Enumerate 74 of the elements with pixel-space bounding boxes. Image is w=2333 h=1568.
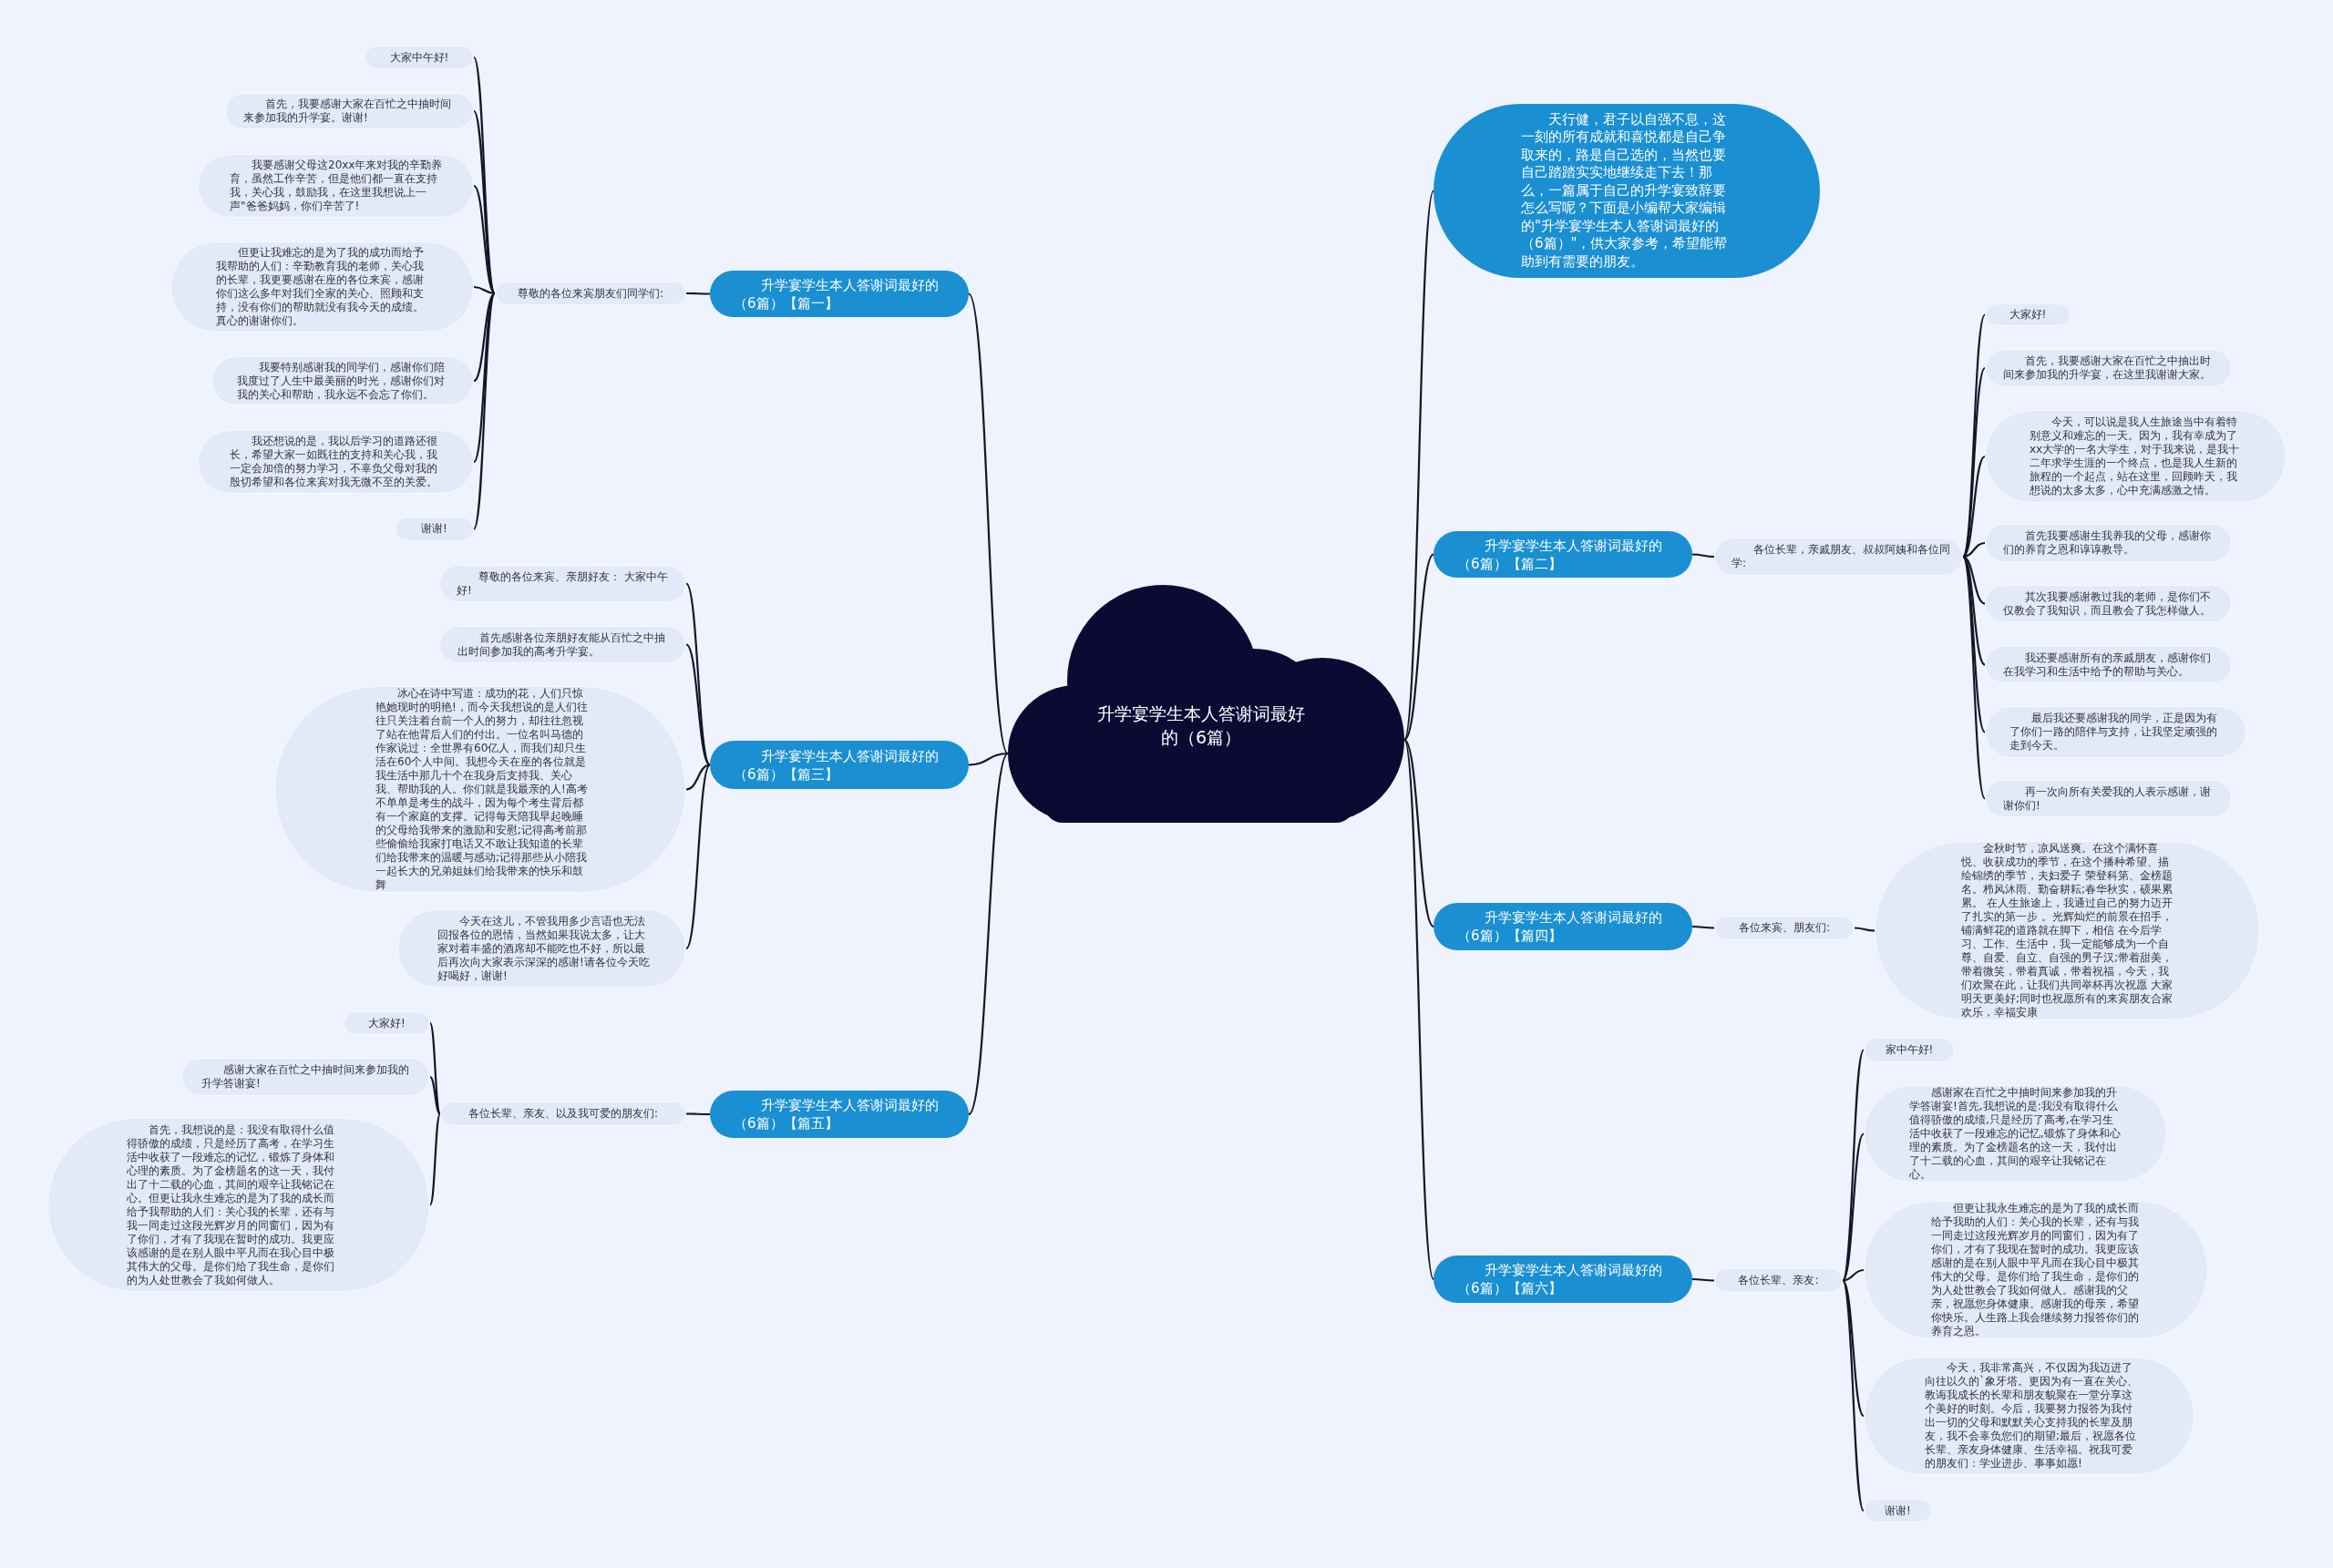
- text-bubble: 最后我还要感谢我的同学，正是因为有了你们一路的陪伴与支持，让我坚定顽强的走到今天。: [1985, 706, 2246, 758]
- connector-line: [1962, 556, 1986, 799]
- connector-line: [473, 285, 496, 295]
- connector-line: [1962, 367, 1986, 558]
- text-bubble: 金秋时节，凉风送爽。在这个满怀喜悦、收获成功的季节，在这个播种希望、描绘锦绣的季节，夫妇爱子 荣登科第、金榜题名。栉风沐雨、勤奋耕耘;春华秋实，硕果累累。 在人生旅途上，我通过自己的努力迈开了扎实的第一步 。光辉灿烂的前景在招手，铺满鲜花的道路就在脚下，相信 在今后学习、工作、生活中，我一定能够成为一个自尊、自爱、自立、自强的男子汉;带着甜美，带着微笑，带着真诚，带着祝福，今天，我们欢聚在此，让我们共同举杯再次祝愿 大家明天更美好;同时也祝愿所有的来宾朋友合家欢乐，幸福安康: [1875, 841, 2260, 1020]
- text-bubble: 谢谢!: [395, 517, 474, 541]
- subtopic-pill: 尊敬的各位来宾朋友们同学们:: [495, 282, 686, 305]
- connector-line: [685, 764, 711, 949]
- text-bubble: 今天，我非常高兴，不仅因为我迈进了向往以久的`象牙塔。更因为有一直在关心、教诲我成长的长辈和朋友貌聚在一堂分享这个美好的时刻。今后，我要努力报答为我付出一切的父母和默默关心支持我的长辈及朋友，我不会辜负您们的期望;最后，祝愿各位长辈、亲友身体健康、生活幸福。祝我可爱的朋友们：学业进步、事事如愿!: [1864, 1357, 2194, 1475]
- connector-line: [1403, 739, 1434, 927]
- connector-line: [473, 292, 496, 529]
- text-bubble: 再一次向所有关爱我的人表示感谢，谢谢你们!: [1985, 780, 2232, 817]
- connector-line: [1962, 541, 1986, 559]
- connector-line: [1403, 553, 1434, 741]
- topic-box: 升学宴学生本人答谢词最好的（6篇）【篇六】: [1434, 1255, 1692, 1303]
- connector-line: [968, 752, 1009, 766]
- text-bubble: 家中午好!: [1864, 1038, 1955, 1062]
- connector-line: [1842, 1268, 1865, 1282]
- connector-line: [686, 1112, 710, 1116]
- connector-line: [1842, 1132, 1865, 1282]
- text-bubble: 其次我要感谢教过我的老师，是你们不仅教会了我知识，而且教会了我怎样做人。: [1985, 585, 2232, 622]
- text-bubble: 今天在这儿，不管我用多少言语也无法回报各位的恩情，当然如果我说太多，让大家对着丰盛的酒席却不能吃也不好，所以最后再次向大家表示深深的感谢!请各位今天吃好喝好，谢谢!: [397, 909, 686, 988]
- text-bubble: 我要特别感谢我的同学们，感谢你们陪我度过了人生中最美丽的时光，感谢你们对我的关心和帮助，我永远不会忘了你们。: [211, 356, 474, 405]
- connector-line: [968, 293, 1009, 754]
- connector-line: [1962, 314, 1986, 558]
- connector-line: [1962, 556, 1986, 733]
- intro-bubble: 天行健，君子以自强不息，这一刻的所有成就和喜悦都是自己争取来的，路是自己选的，当然也要自己踏踏实实地继续走下去！那么，一篇属于自己的升学宴致辞要怎么写呢？下面是小编帮大家编辑的"升学宴学生本人答谢词最好的（6篇）"，供大家参考，希望能帮助到有需要的朋友。: [1434, 104, 1820, 278]
- connector-line: [1842, 1280, 1865, 1512]
- text-bubble: 但更让我永生难忘的是为了我的成长而给予我助的人们：关心我的长辈，还有与我一同走过这段光辉岁月的同窗们，因为有了你们，才有了我现在暂时的成功。我更应该感谢的是在别人眼中平凡而在我心目中极其伟大的父母。是你们给了我生命，是你们的为人处世教会了我如何做人。感谢我的父亲，祝愿您身体健康。感谢我的母亲，希望你快乐。人生路上我会继续努力报答你们的养育之恩。: [1864, 1201, 2208, 1339]
- connector-line: [1854, 927, 1876, 932]
- text-bubble: 首先，我想说的是：我没有取得什么值得骄傲的成绩，只是经历了高考，在学习生活中收获了一段难忘的记忆，锻炼了身体和心理的素质。为了金榜题名的这一天，我付出了十二载的心血，其间的艰辛让我铭记在心。但更让我永生难忘的是为了我的成长而给予我帮助的人们：关心我的长辈，还有与我一同走过这段光辉岁月的同窗们，因为有了你们，才有了我现在暂时的成功。我更应该感谢的是在别人眼中平凡而在我心目中极其伟大的父母。是你们给了我生命，是你们的为人处世教会了我如何做人。: [47, 1118, 430, 1292]
- topic-box: 升学宴学生本人答谢词最好的（6篇）【篇三】: [710, 741, 969, 789]
- topic-box: 升学宴学生本人答谢词最好的（6篇）【篇五】: [710, 1091, 969, 1138]
- connector-line: [1403, 190, 1435, 741]
- text-bubble: 我还要感谢所有的亲戚朋友，感谢你们在我学习和生活中给予的帮助与关心。: [1985, 646, 2232, 683]
- connector-line: [1842, 1050, 1865, 1281]
- subtopic-pill: 各位来宾、朋友们:: [1714, 916, 1855, 940]
- connector-line: [429, 1112, 441, 1206]
- text-bubble: 今天，可以说是我人生旅途当中有着特别意义和难忘的一天。因为，我有幸成为了xx大学的一名大学生，对于我来说，是我十二年求学生涯的一个终点，也是我人生新的旅程的一个起点，站在这里，回顾昨天，我想说的太多太多，心中充满感激之情。: [1985, 410, 2287, 503]
- text-bubble: 尊敬的各位来宾、亲朋好友： 大家中午好!: [439, 565, 686, 602]
- text-bubble: 大家中午好!: [365, 46, 474, 69]
- connector-line: [1691, 553, 1715, 559]
- text-bubble: 谢谢!: [1864, 1499, 1932, 1522]
- text-bubble: 感谢大家在百忙之中抽时间来参加我的升学答谢宴!: [181, 1058, 430, 1096]
- subtopic-pill: 各位长辈、亲友、以及我可爱的朋友们:: [440, 1102, 686, 1126]
- text-bubble: 首先我要感谢生我养我的父母，感谢你们的养育之恩和谆谆教导。: [1985, 524, 2232, 562]
- text-bubble: 但更让我难忘的是为了我的成功而给予我帮助的人们：辛勤教育我的老师，关心我的长辈，我更要感谢在座的各位来宾，感谢你们这么多年对我们全家的关心、照顾和支持，没有你们的帮助就没有我今天的成绩。真心的谢谢你们。: [170, 241, 474, 333]
- connector-line: [968, 753, 1009, 1115]
- subtopic-pill: 各位长辈，亲戚朋友、叔叔阿姨和各位同学:: [1714, 538, 1963, 576]
- text-bubble: 冰心在诗中写道：成功的花，人们只惊艳她现时的明艳!，而今天我想说的是人们往往只关注着台前一个人的努力，却往往忽视了站在他背后人们的付出。一位名叫马德的作家说过：全世界有60亿人，而我们却只生活在60个人中间。我想今天在座的各位就是我生活中那几十个在我身后支持我、关心我、帮助我的人。你们就是我最亲的人!高考不单单是考生的战斗，因为每个考生背后都有一个家庭的支撑。记得每天陪我早起晚睡的父母给我带来的激励和安慰;记得高考前那些偷偷给我家打电话又不敢让我知道的长辈们给我带来的温暖与感动;记得那些从小陪我一起长大的兄弟姐妹们给我带来的快乐和鼓舞: [274, 686, 686, 893]
- connector-line: [686, 292, 710, 295]
- connector-line: [473, 185, 496, 294]
- text-bubble: 首先，我要感谢大家在百忙之中抽出时间来参加我的升学宴，在这里我谢谢大家。: [1985, 349, 2232, 387]
- connector-line: [473, 292, 496, 382]
- subtopic-pill: 各位长辈、亲友:: [1714, 1268, 1843, 1293]
- text-bubble: 首先感谢各位亲朋好友能从百忙之中抽出时间参加我的高考升学宴。: [439, 626, 686, 663]
- connector-line: [429, 1076, 441, 1115]
- connector-line: [685, 643, 711, 766]
- text-bubble: 感谢家在百忙之中抽时间来参加我的升学答谢宴!首先,我想说的是:我没有取得什么值得骄傲的成绩,只是经历了高考,在学习生活中收获了一段难忘的记忆,锻炼了身体和心理的素质。为了金榜题名的这一天，我付出了十二载的心血，其间的艰辛让我铭记在心。: [1864, 1085, 2167, 1183]
- connector-line: [1962, 456, 1986, 558]
- connector-line: [1692, 1277, 1714, 1282]
- text-bubble: 我还想说的是，我以后学习的道路还很长，希望大家一如既往的支持和关心我，我一定会加倍的努力学习，不辜负父母对我的殷切希望和各位来宾对我无微不至的关爱。: [198, 430, 474, 494]
- topic-box: 升学宴学生本人答谢词最好的（6篇）【篇四】: [1434, 903, 1692, 950]
- connector-line: [429, 1022, 441, 1115]
- text-bubble: 大家好!: [344, 1011, 430, 1035]
- topic-box: 升学宴学生本人答谢词最好的（6篇）【篇二】: [1434, 531, 1692, 578]
- connector-line: [1842, 1279, 1865, 1417]
- topic-box: 升学宴学生本人答谢词最好的（6篇）【篇一】: [710, 271, 969, 317]
- central-topic-cloud: 升学宴学生本人答谢词最好的（6篇）: [990, 585, 1411, 823]
- text-bubble: 我要感谢父母这20xx年来对我的辛勤养育，虽然工作辛苦，但是他们都一直在支持我，关心我，鼓励我，在这里我想说上一声"爸爸妈妈，你们辛苦了!: [198, 154, 474, 218]
- text-bubble: 首先，我要感谢大家在百忙之中抽时间来参加我的升学宴。谢谢!: [225, 93, 474, 129]
- text-bubble: 大家好!: [1985, 303, 2071, 326]
- connector-line: [1692, 925, 1714, 929]
- connector-line: [685, 764, 711, 791]
